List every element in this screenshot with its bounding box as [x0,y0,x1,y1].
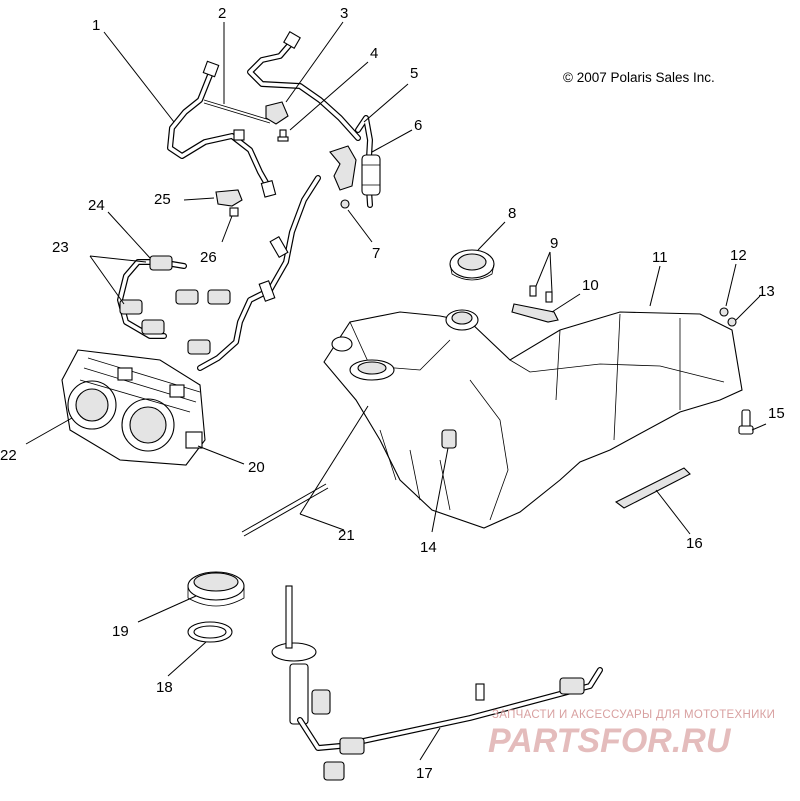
callout-7: 7 [372,245,380,262]
callout-3: 3 [340,5,348,22]
mounting-bracket [511,303,559,323]
pump-lock-ring [187,571,245,607]
fuel-hose-upper [167,60,277,198]
callout-12: 12 [730,247,747,264]
watermark-tagline: ЗАПЧАСТИ И АКСЕССУАРЫ ДЛЯ МОТОТЕХНИКИ [492,709,775,721]
callout-17: 17 [416,765,433,782]
callout-24: 24 [88,197,105,214]
callout-4: 4 [370,45,378,62]
gas-cap [449,249,495,281]
callout-26: 26 [200,249,217,266]
vent-line [241,483,329,537]
nut [340,199,350,209]
callout-23: 23 [52,239,69,256]
pump-seal [187,621,233,643]
watermark-brand: PARTSFOR.RU [488,722,732,760]
callout-14: 14 [420,539,437,556]
callout-10: 10 [582,277,599,294]
callout-9: 9 [550,235,558,252]
callout-22: 22 [0,447,17,464]
callout-15: 15 [768,405,785,422]
hose-clip [265,101,289,125]
callout-numbers: 1 2 3 4 5 6 7 8 9 10 11 12 13 15 14 16 1… [0,5,785,782]
tie-strap [203,99,271,121]
watermark: ЗАПЧАСТИ И АКСЕССУАРЫ ДЛЯ МОТОТЕХНИКИ PA… [488,709,775,760]
callout-11: 11 [652,249,668,266]
bolt [738,409,754,435]
hose-bracket [215,189,243,207]
callout-20: 20 [248,459,265,476]
callout-19: 19 [112,623,129,640]
callout-25: 25 [154,191,171,208]
copyright-text: © 2007 Polaris Sales Inc. [563,70,715,85]
screws-pair [529,285,553,303]
callout-21: 21 [338,527,355,544]
fuel-pump-assembly [271,585,603,781]
fuel-filter [329,145,381,196]
callout-18: 18 [156,679,173,696]
nut-small [719,307,729,317]
foam-pad [614,467,691,509]
bracket-screw [229,207,239,217]
callout-1: 1 [92,17,100,34]
fuel-rail-harness [117,175,321,371]
callout-13: 13 [758,283,775,300]
leader-lines [25,21,767,761]
screw [277,129,289,142]
callout-5: 5 [410,65,418,82]
callout-16: 16 [686,535,703,552]
washer [727,317,737,327]
callout-2: 2 [218,5,226,22]
callout-6: 6 [414,117,422,134]
callout-8: 8 [508,205,516,222]
throttle-body-assembly [61,349,206,466]
fuel-tank [323,309,743,529]
